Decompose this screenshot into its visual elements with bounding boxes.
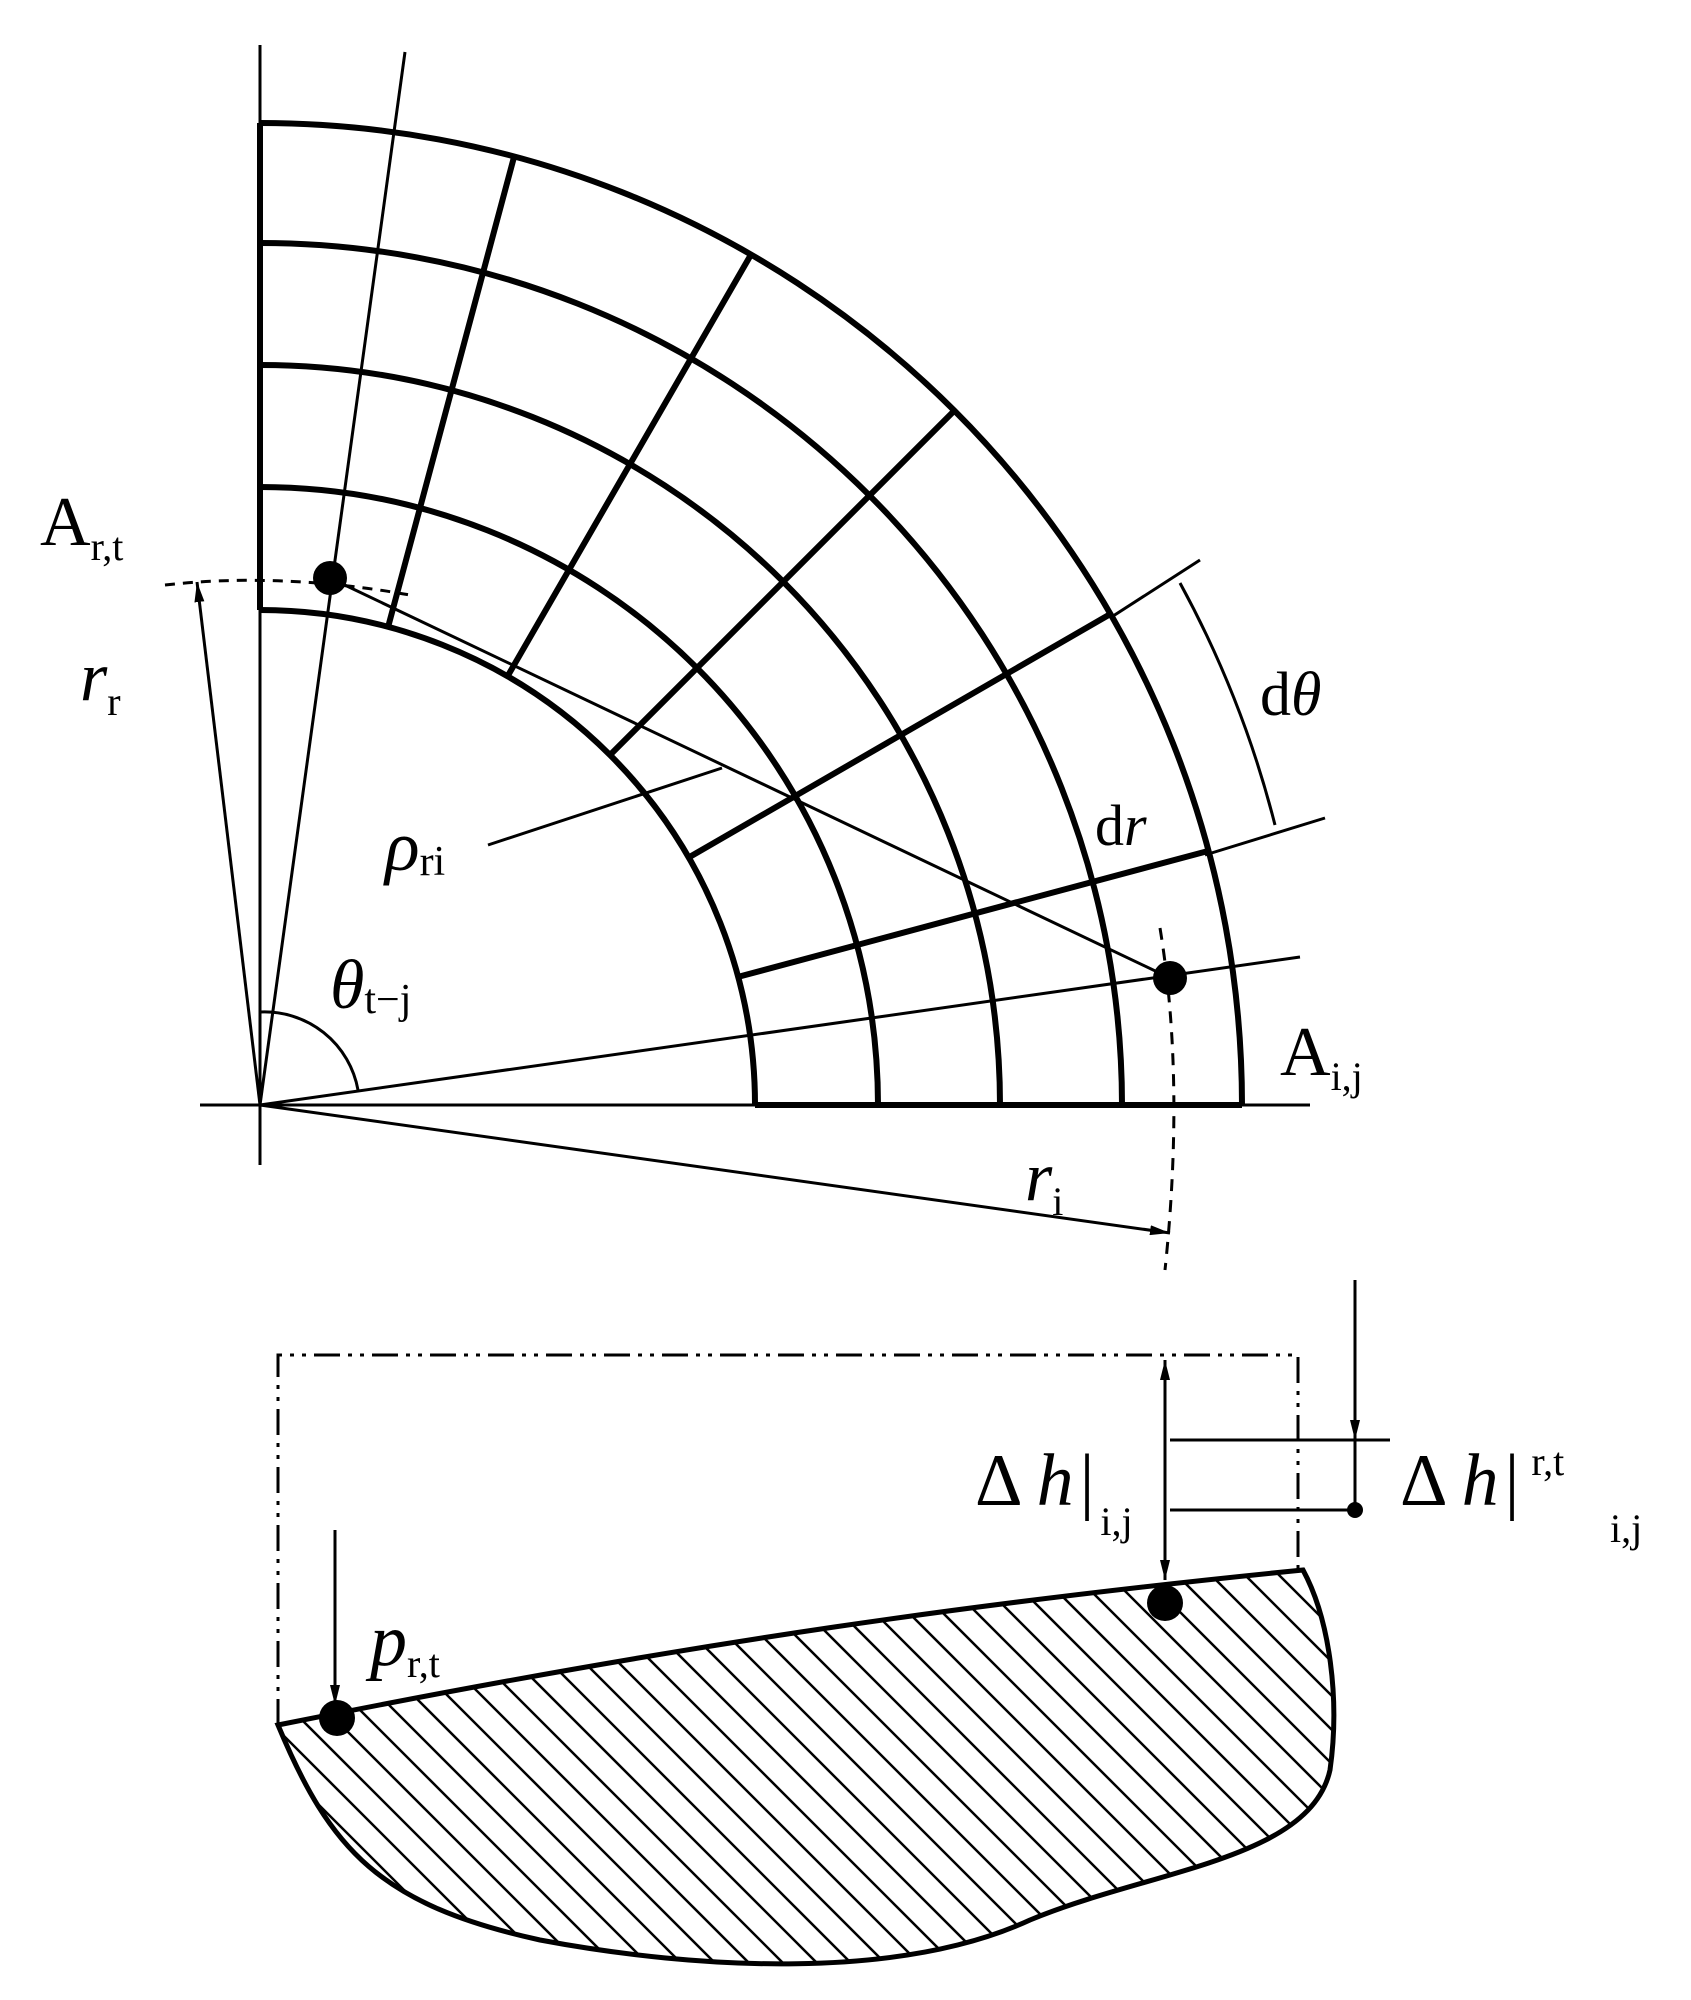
hatch-line [951, 1570, 1334, 1964]
body-outline [274, 1567, 1337, 1967]
hatch-line [1496, 1520, 1691, 2000]
hatch-line [407, 1570, 889, 1964]
theta-arc [259, 1010, 360, 1091]
distance-line [329, 576, 1171, 980]
label-d-theta: dθ [1260, 661, 1321, 729]
hatch-line [883, 1570, 1334, 1964]
hatch-line [1564, 1520, 1691, 2000]
point-a-rt [313, 561, 347, 595]
label-p-rt: pr,t [365, 1600, 440, 1686]
grid-spoke [737, 847, 1210, 980]
hatch-line [1019, 1570, 1334, 1964]
label-d-r: dr [1095, 793, 1147, 858]
hatch-line [475, 1570, 957, 1964]
hatch-line [1223, 1570, 1334, 1964]
point-surface-ij [1147, 1585, 1183, 1621]
hatch-line [611, 1570, 1093, 1964]
label-a-rt: Ar,t [40, 484, 123, 569]
ray-to-a-ij [259, 955, 1301, 1107]
hatch-line [278, 1570, 753, 1964]
hatch-line [1666, 1520, 1691, 2000]
hatch-line [278, 1570, 651, 1964]
hatch-line [1291, 1570, 1334, 1964]
hatch-line [1053, 1570, 1334, 1964]
label-r-r: rr [80, 639, 121, 724]
grid-spoke [687, 611, 1112, 861]
hatch-line [441, 1570, 923, 1964]
hatch-line [1394, 1520, 1691, 2000]
hatch-line [1325, 1570, 1334, 1964]
hatch-line [305, 1570, 787, 1964]
grid-spoke [385, 155, 518, 628]
r-i-arrow [259, 1103, 1171, 1236]
hatch-line [278, 1570, 685, 1964]
label-dh-rt-ij-sub: i,j [1610, 1506, 1642, 1551]
hatch-line [1121, 1570, 1334, 1964]
hatch-line [278, 1570, 515, 1964]
ray-dtheta-upper [1109, 558, 1201, 620]
hatch-line [1530, 1520, 1691, 2000]
hatch-line [1360, 1520, 1691, 2000]
dh-rt-dot [1347, 1502, 1363, 1518]
hatch-line [713, 1570, 1195, 1964]
label-theta-tj: θt−j [330, 947, 411, 1024]
hatch-line [1462, 1520, 1691, 2000]
ray-dtheta-lower [1204, 816, 1326, 857]
hatch-line [339, 1570, 821, 1964]
hatch-line [509, 1570, 991, 1964]
grid-spoke [607, 408, 957, 758]
dashed-arc-rr [164, 578, 411, 597]
hatch-line [1428, 1520, 1691, 2000]
point-a-ij [1153, 961, 1187, 995]
point-p-rt [319, 1700, 355, 1736]
hatch-line [985, 1570, 1334, 1964]
hatch-line [645, 1570, 1127, 1964]
hatch-line [1257, 1570, 1334, 1964]
reference-frame [276, 1353, 1300, 1725]
r-r-arrow [194, 581, 262, 1106]
label-r-i: ri [1025, 1139, 1063, 1224]
hatch-line [543, 1570, 1025, 1964]
hatch-line [1598, 1520, 1691, 2000]
hatch-line [1632, 1520, 1691, 2000]
hatch-line [278, 1570, 549, 1964]
label-rho-ri: ρri [383, 806, 445, 886]
hatch-line [1189, 1570, 1334, 1964]
hatch-line [373, 1570, 855, 1964]
hatch-line [278, 1570, 583, 1964]
dtheta-arc [1178, 582, 1277, 826]
grid-spoke [504, 253, 754, 678]
rho-leader [487, 766, 723, 847]
hatch-line [278, 1570, 719, 1964]
hatched-body [278, 1520, 1691, 2000]
hatch-line [278, 1570, 481, 1964]
hatch-line [1155, 1570, 1334, 1964]
label-a-ij: Ai,j [1280, 1014, 1363, 1099]
hatch-line [781, 1570, 1263, 1964]
hatch-line [577, 1570, 1059, 1964]
hatch-line [815, 1570, 1297, 1964]
hatch-line [278, 1570, 617, 1964]
